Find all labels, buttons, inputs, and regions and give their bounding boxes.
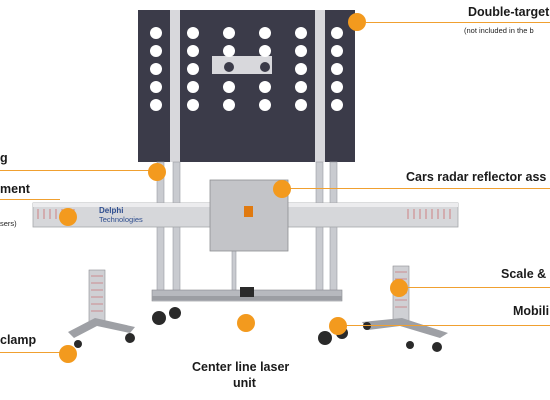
marker-left-g: [148, 163, 166, 181]
label-double-target-note: (not included in the b: [464, 26, 534, 35]
leader-clamp: [0, 352, 60, 353]
label-left-alignment: ment: [0, 182, 30, 196]
label-left-g: g: [0, 151, 8, 165]
marker-left-alignment: [59, 208, 77, 226]
marker-radar: [273, 180, 291, 198]
marker-mobility: [329, 317, 347, 335]
label-scale: Scale &: [501, 267, 547, 281]
brand-sub: Technologies: [99, 215, 143, 224]
leader-radar: [290, 188, 550, 189]
label-center-line-unit: unit: [233, 376, 256, 390]
brand-name: Delphi: [99, 206, 124, 215]
marker-double-target: [348, 13, 366, 31]
left-clamp-stand: [68, 269, 135, 348]
leader-scale: [406, 287, 550, 288]
marker-clamp: [59, 345, 77, 363]
label-radar-reflector: Cars radar reflector ass: [406, 170, 547, 184]
label-left-lasers: sers): [0, 219, 17, 228]
leader-mobility: [346, 325, 550, 326]
leader-double-target: [366, 22, 550, 23]
leader-left-alignment: [0, 199, 60, 200]
label-double-target: Double-target: [468, 5, 550, 19]
leader-left-g: [0, 170, 150, 171]
marker-scale: [390, 279, 408, 297]
marker-center-line-laser: [237, 314, 255, 332]
label-mobility: Mobili: [513, 304, 550, 318]
right-scale-stand: [362, 265, 448, 352]
label-center-line-laser: Center line laser: [192, 360, 290, 374]
label-clamp: clamp: [0, 333, 37, 347]
